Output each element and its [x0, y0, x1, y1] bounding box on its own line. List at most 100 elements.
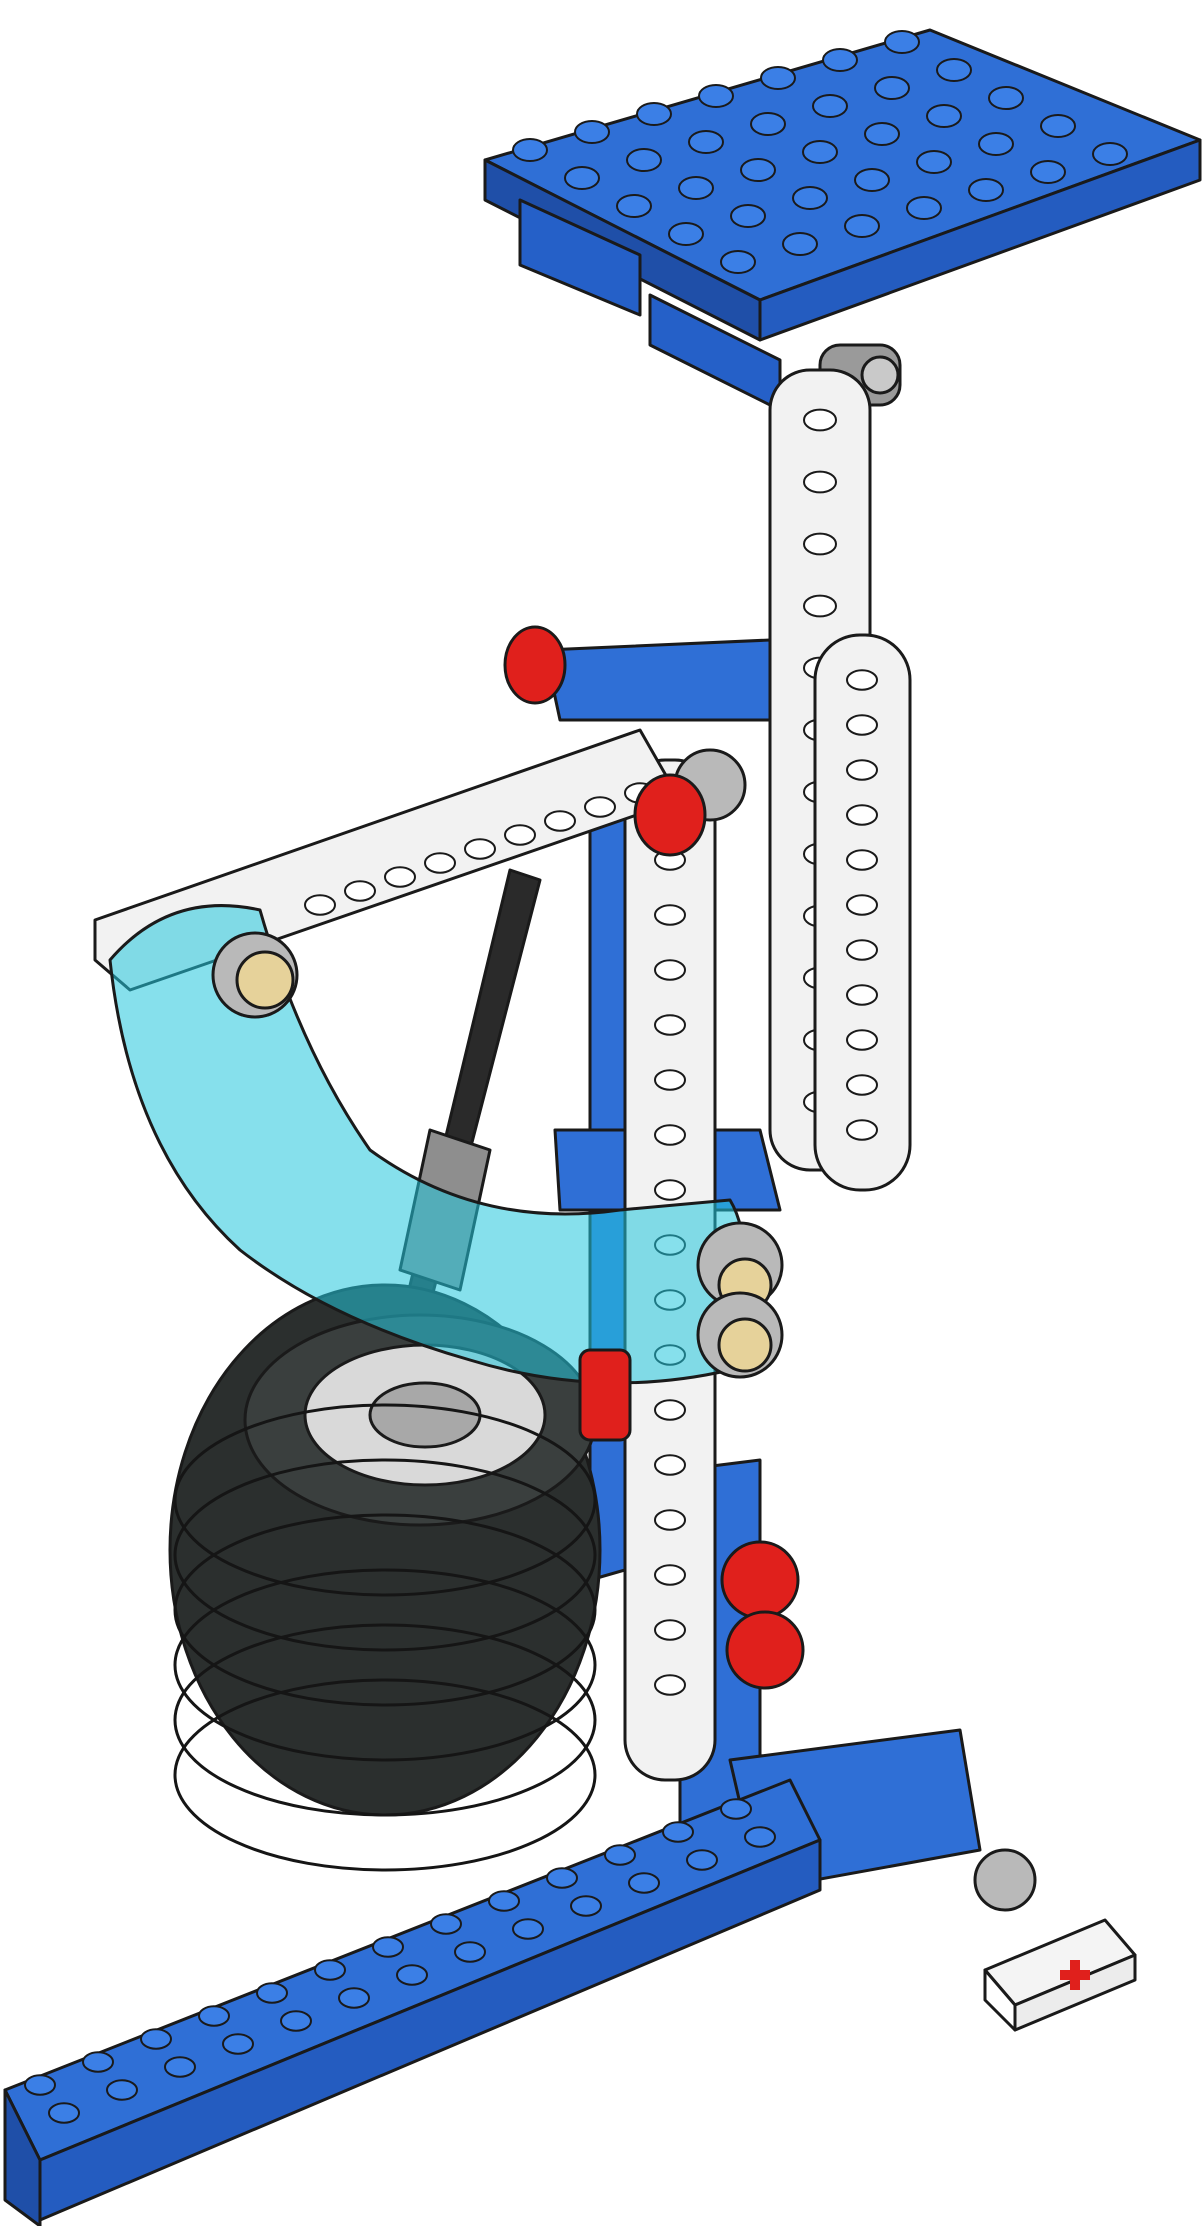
beam-hole — [846, 1074, 878, 1096]
beam-hole — [424, 852, 456, 874]
stud — [1040, 113, 1076, 139]
beam-hole — [344, 880, 376, 902]
beam-hole — [803, 594, 837, 618]
stud — [616, 193, 652, 219]
beam-holes-right — [846, 669, 878, 1141]
tire-tread — [173, 1403, 597, 1872]
tread-band — [173, 1458, 597, 1652]
stud — [280, 2010, 312, 2032]
beam-hole — [846, 669, 878, 691]
beam-hole — [654, 1069, 686, 1091]
stud — [844, 213, 880, 239]
stud — [720, 1798, 752, 1820]
stud — [978, 131, 1014, 157]
beam-hole — [654, 1619, 686, 1641]
beam-hole — [846, 804, 878, 826]
stud — [926, 103, 962, 129]
stud — [140, 2028, 172, 2050]
stud — [1092, 141, 1128, 167]
stud — [512, 137, 548, 163]
stud — [874, 75, 910, 101]
stud — [906, 195, 942, 221]
tread-band — [173, 1403, 597, 1597]
stud — [864, 121, 900, 147]
stud — [396, 1964, 428, 1986]
stud — [574, 119, 610, 145]
stud — [222, 2033, 254, 2055]
blue-base-brick — [3, 1778, 822, 2226]
stud — [802, 139, 838, 165]
beam-hole — [654, 904, 686, 926]
stud — [822, 47, 858, 73]
beam-hole — [304, 894, 336, 916]
tread-band — [173, 1678, 597, 1872]
stud — [812, 93, 848, 119]
beam-hole — [654, 959, 686, 981]
beam-hole — [846, 714, 878, 736]
beam-hole — [654, 1124, 686, 1146]
stud — [740, 157, 776, 183]
stud — [164, 2056, 196, 2078]
beam-hole — [654, 1014, 686, 1036]
stud — [730, 203, 766, 229]
stud — [628, 1872, 660, 1894]
stud — [82, 2051, 114, 2073]
beam-hole — [846, 849, 878, 871]
swing-arm-holes — [304, 782, 656, 916]
beam-hole — [584, 796, 616, 818]
beam-hole — [803, 470, 837, 494]
beam-hole — [544, 810, 576, 832]
stud — [372, 1936, 404, 1958]
stud — [792, 185, 828, 211]
stud — [968, 177, 1004, 203]
beam-hole — [846, 1029, 878, 1051]
stud — [570, 1895, 602, 1917]
beam-hole — [803, 408, 837, 432]
stud — [668, 221, 704, 247]
beam-hole — [846, 939, 878, 961]
stud — [744, 1826, 776, 1848]
stud — [1030, 159, 1066, 185]
stud — [988, 85, 1024, 111]
stud — [698, 83, 734, 109]
beam-hole — [384, 866, 416, 888]
vertical-beam-right — [813, 633, 912, 1192]
stud — [678, 175, 714, 201]
stud — [936, 57, 972, 83]
beam-hole — [654, 1564, 686, 1586]
stud — [854, 167, 890, 193]
stud — [688, 129, 724, 155]
beam-hole — [846, 894, 878, 916]
beam-hole — [464, 838, 496, 860]
stud — [48, 2102, 80, 2124]
stud — [662, 1821, 694, 1843]
beam-hole — [654, 1674, 686, 1696]
beam-hole — [846, 984, 878, 1006]
tread-band — [173, 1513, 597, 1707]
stud — [782, 231, 818, 257]
stud — [760, 65, 796, 91]
beam-hole — [846, 1119, 878, 1141]
plate-studs — [512, 29, 1128, 275]
tread-band — [173, 1568, 597, 1762]
stud — [454, 1941, 486, 1963]
red-cross-icon — [1060, 1960, 1090, 1990]
stud — [750, 111, 786, 137]
stud — [604, 1844, 636, 1866]
stud — [884, 29, 920, 55]
stud — [636, 101, 672, 127]
red-axle-connectors — [503, 625, 805, 1690]
tread-band — [173, 1623, 597, 1817]
stud — [546, 1867, 578, 1889]
stud — [512, 1918, 544, 1940]
stud — [430, 1913, 462, 1935]
top-plate — [483, 28, 1202, 412]
stud — [198, 2005, 230, 2027]
beam-hole — [654, 1179, 686, 1201]
stud — [686, 1849, 718, 1871]
beam-hole — [654, 1454, 686, 1476]
stud — [24, 2074, 56, 2096]
beam-hole — [504, 824, 536, 846]
stud — [916, 149, 952, 175]
